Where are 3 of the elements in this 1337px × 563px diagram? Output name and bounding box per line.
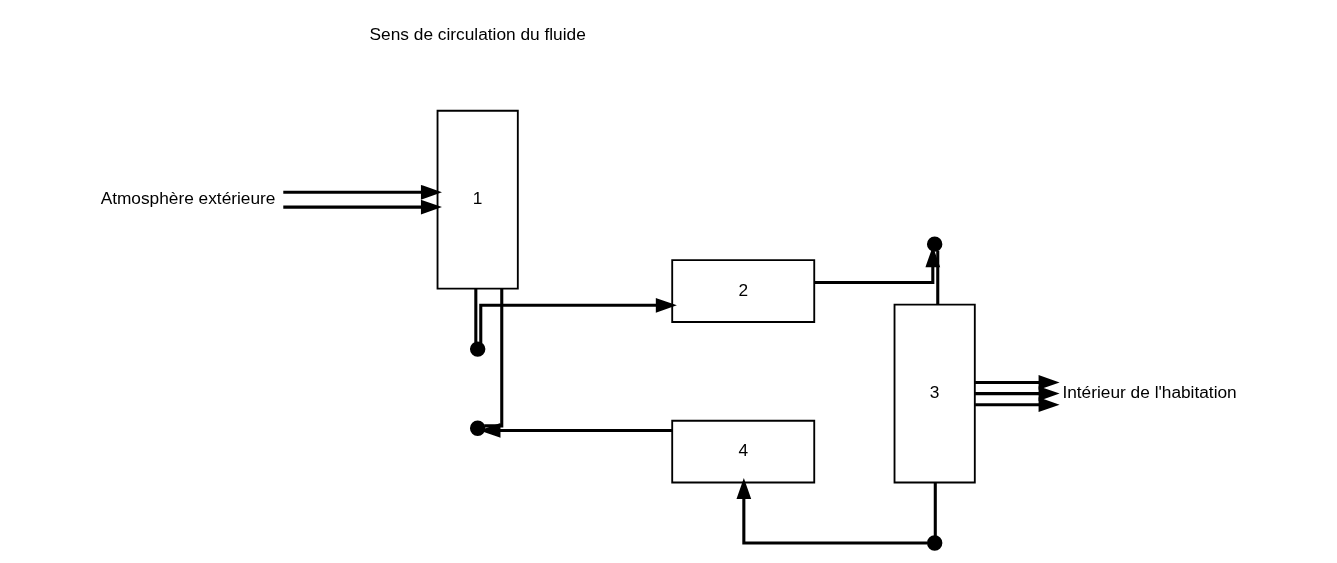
node-text: Intérieur de l'habitation	[1062, 382, 1237, 403]
node-text: Atmosphère extérieure	[100, 188, 276, 209]
label: Sens de circulation du fluide	[369, 23, 586, 44]
